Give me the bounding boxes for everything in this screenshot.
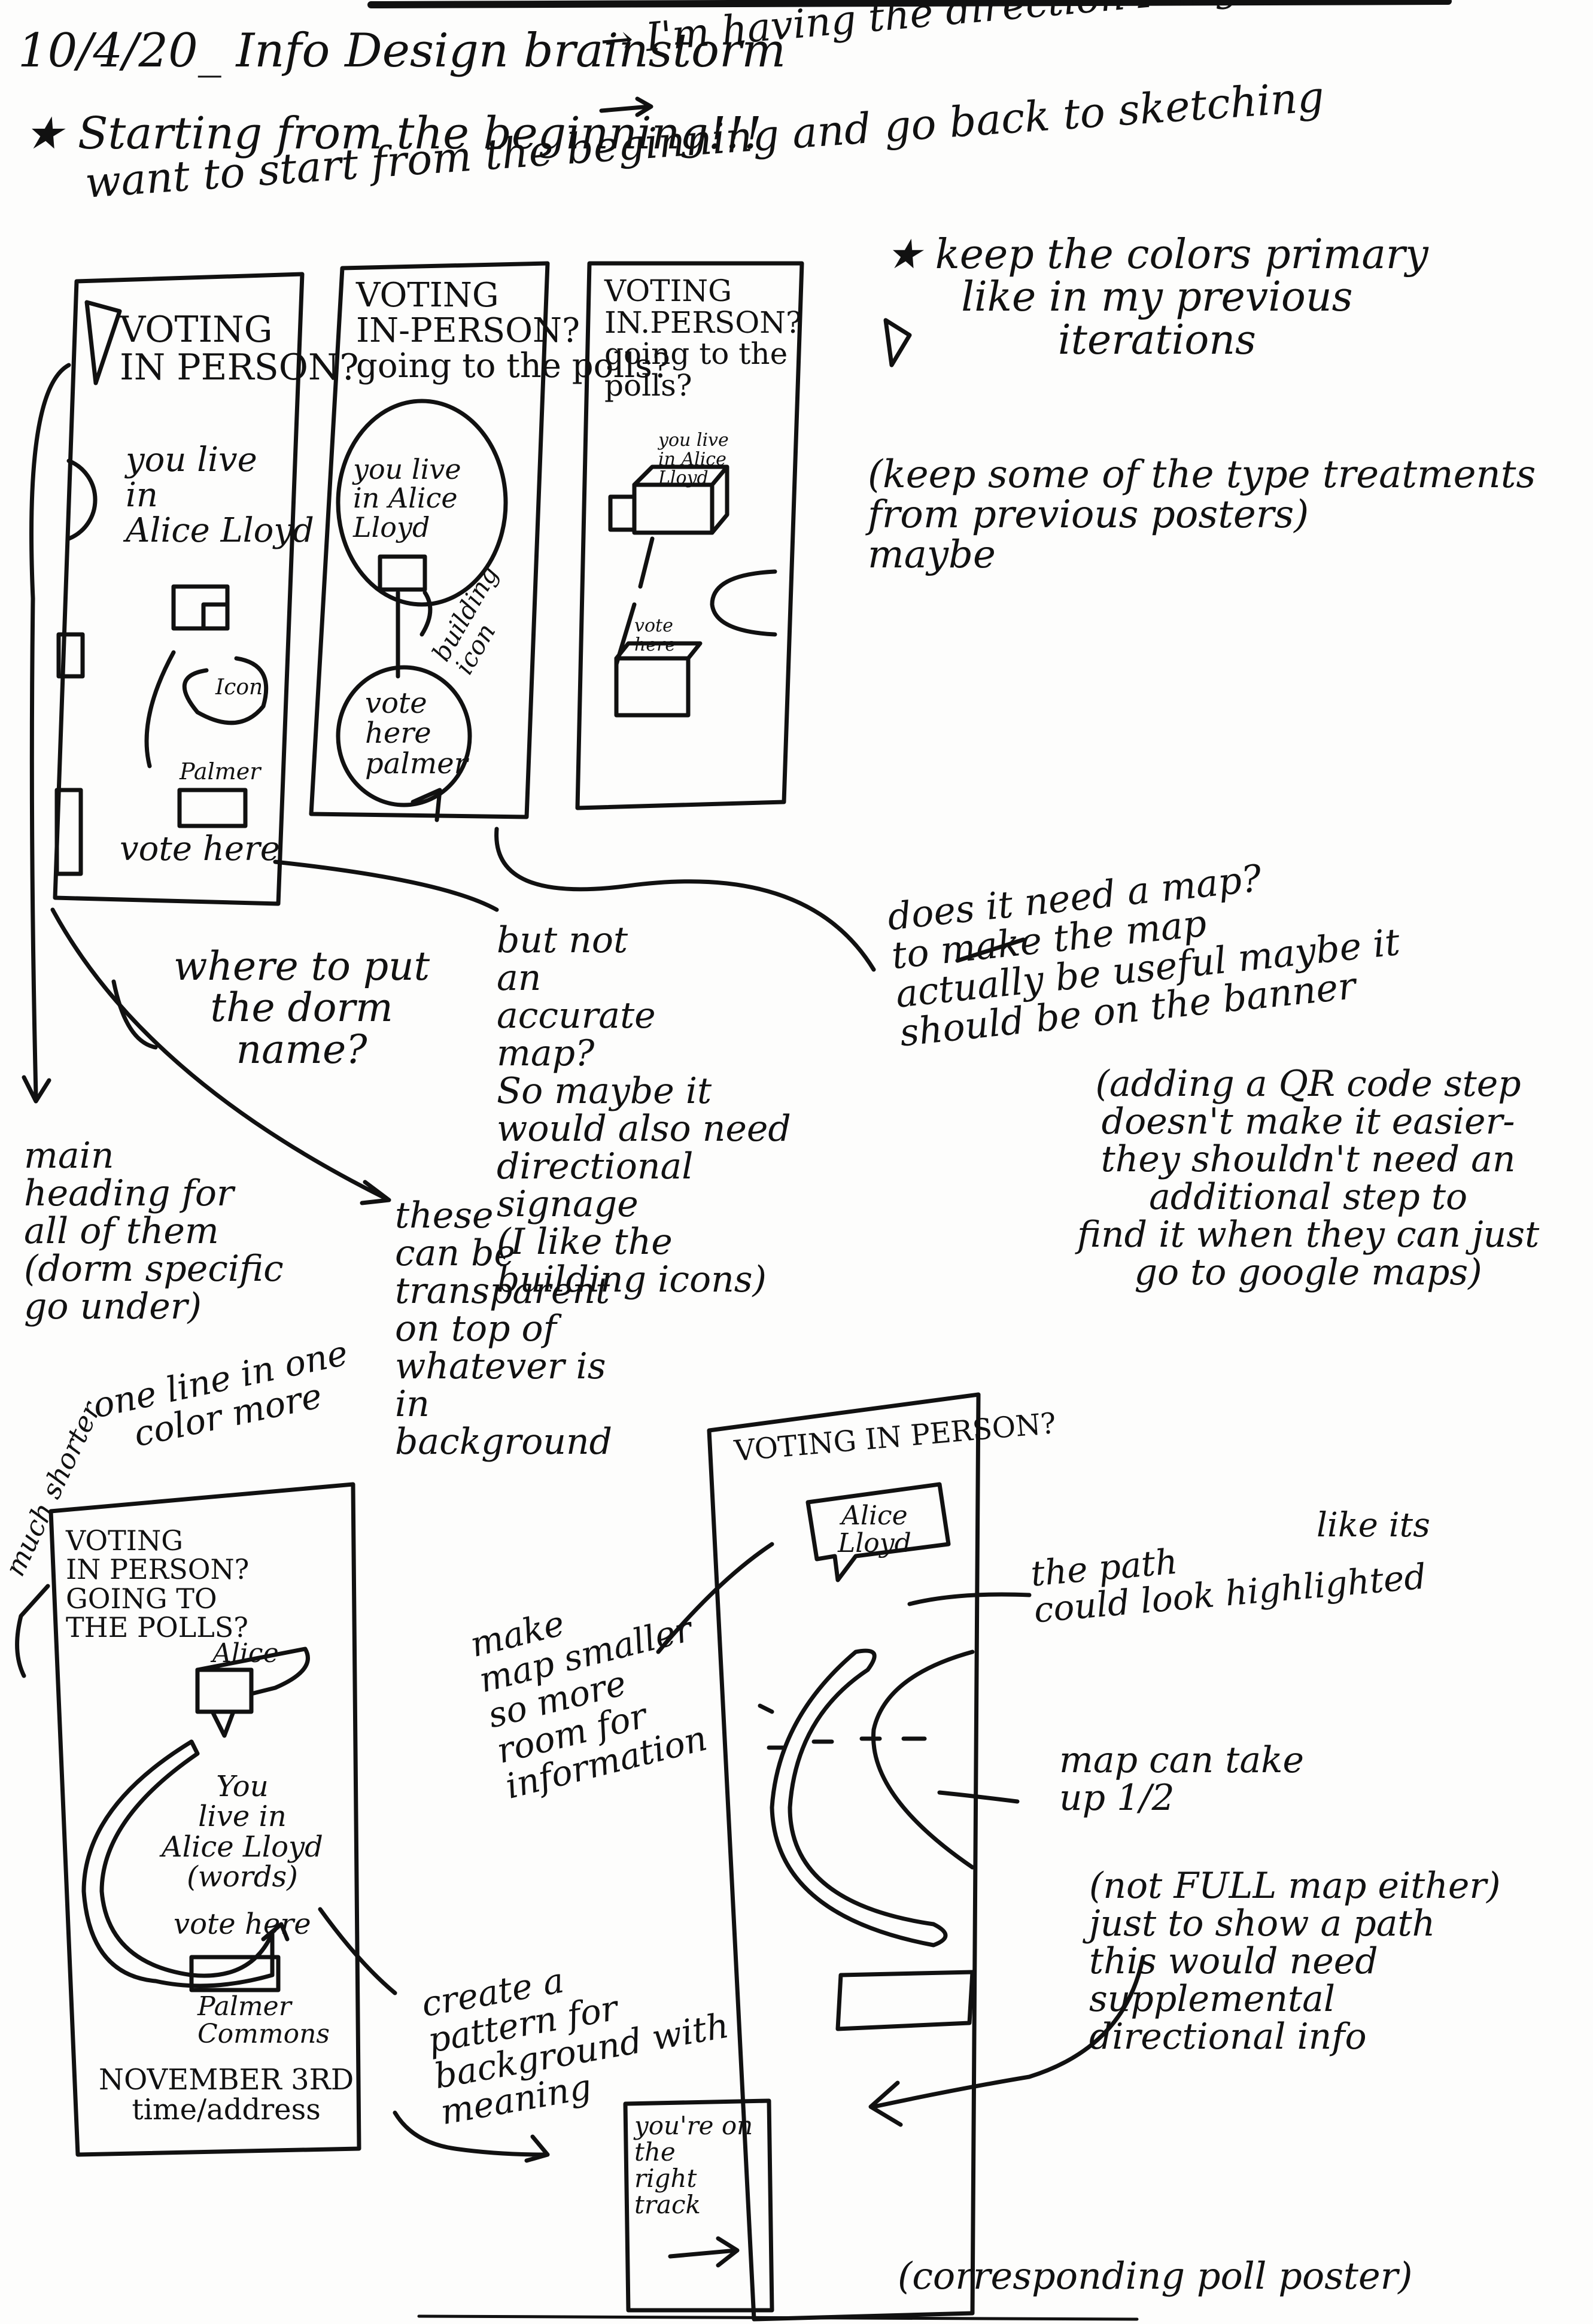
sketch1-title: VOTING IN PERSON? <box>120 309 359 388</box>
sketch2-you-live: you live in Alice Lloyd <box>353 453 461 543</box>
sketch4-title: VOTING IN PERSON? GOING TO THE POLLS? <box>66 1524 250 1643</box>
sketch2-vote-here: vote here palmer <box>365 686 468 780</box>
note-dorm-name: where to put the dorm name? <box>174 943 430 1073</box>
note-map-half: map can take up 1/2 <box>1059 1739 1304 1819</box>
page-date-title: 10/4/20_ Info Design brainstorm <box>18 24 786 78</box>
sketch1-you-live: you live in Alice Lloyd <box>126 441 314 550</box>
sketch1-vote-here: vote here <box>120 830 280 868</box>
note-main-heading: main heading for all of them (dorm speci… <box>24 1135 284 1327</box>
note-poll-poster: (corresponding poll poster) <box>898 2254 1413 2298</box>
note-like-its: like its <box>1317 1506 1430 1545</box>
sketch1-icon-label: Icon <box>215 675 263 700</box>
note-transparent: these can be transparent on top of whate… <box>395 1195 613 1463</box>
sketch3-you-live: you live in Alice Lloyd <box>658 430 729 488</box>
sketch4-vote-here: vote here <box>174 1907 311 1941</box>
note-right-track: you're on the right track <box>634 2111 753 2220</box>
note-type-treatments: (keep some of the type treatments from p… <box>868 452 1536 578</box>
sketch5-alice-lloyd: Alice Lloyd <box>838 1500 911 1559</box>
note-qr-code: (adding a QR code step doesn't make it e… <box>1077 1063 1540 1293</box>
sketch4-alice: Alice <box>212 1638 279 1669</box>
note-accurate-map: but not an accurate map? So maybe it wou… <box>497 919 791 1301</box>
sketch4-you-live: You live in Alice Lloyd (words) <box>162 1770 323 1894</box>
sketch2-title: VOTING IN-PERSON? going to the polls? <box>356 276 670 385</box>
sketch4-footer: NOVEMBER 3RD time/address <box>99 2063 354 2127</box>
sketch1-palmer: Palmer <box>180 758 261 785</box>
sketch4-palmer-commons: Palmer Commons <box>197 1991 330 2050</box>
header-note-start: ★ Starting from the beginning!!! <box>24 108 762 159</box>
sketch3-title: VOTING IN.PERSON? going to the polls? <box>604 274 802 403</box>
note-not-full-map: (not FULL map either) just to show a pat… <box>1089 1865 1501 2058</box>
sketch3-vote-here: vote here <box>634 615 676 655</box>
note-keep-colors: ★ keep the colors primary like in my pre… <box>886 231 1428 364</box>
